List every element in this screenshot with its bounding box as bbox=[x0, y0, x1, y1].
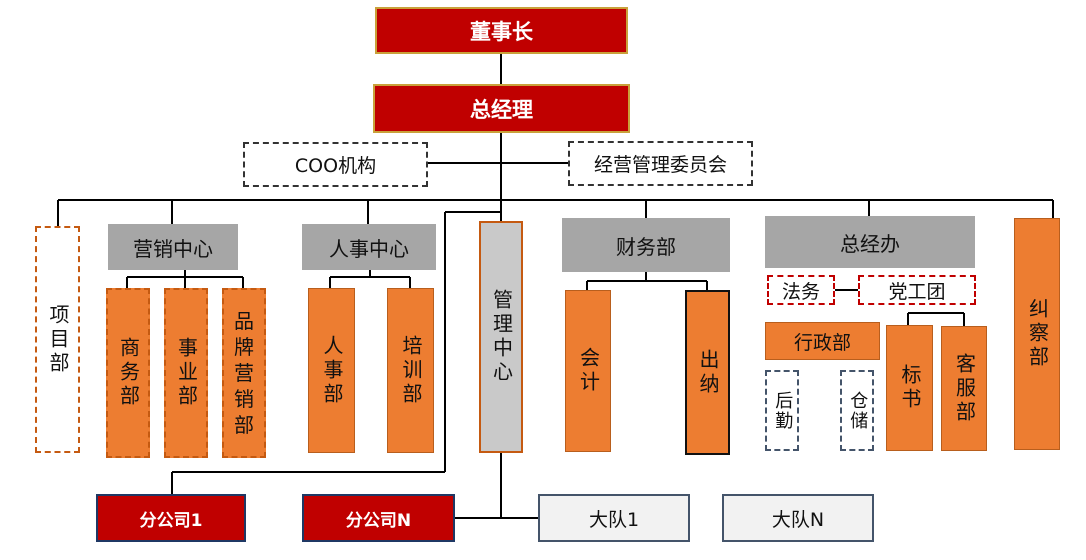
party-union-box: 党工团 bbox=[858, 275, 976, 305]
warehouse-box: 仓储 bbox=[840, 370, 874, 451]
legal-box: 法务 bbox=[767, 275, 835, 305]
training-dept-box: 培训部 bbox=[387, 288, 434, 453]
marketing-center-box: 营销中心 bbox=[108, 224, 238, 270]
gm-office-box: 总经办 bbox=[765, 216, 975, 268]
logistics-box: 后勤 bbox=[765, 370, 799, 451]
admin-dept-box: 行政部 bbox=[765, 322, 880, 360]
branch-n-box: 分公司N bbox=[302, 494, 455, 542]
customer-service-box: 客服部 bbox=[941, 326, 987, 451]
cashier-box: 出纳 bbox=[685, 290, 730, 455]
management-center-box: 管理中心 bbox=[479, 221, 523, 453]
hr-center-box: 人事中心 bbox=[302, 224, 436, 270]
business-dept-box: 商务部 bbox=[106, 288, 150, 458]
finance-dept-box: 财务部 bbox=[562, 218, 730, 272]
project-dept-box: 项目部 bbox=[35, 226, 80, 453]
accounting-box: 会计 bbox=[565, 290, 611, 452]
team-n-box: 大队N bbox=[722, 494, 874, 542]
chairman-box: 董事长 bbox=[375, 7, 628, 54]
hr-dept-box: 人事部 bbox=[308, 288, 355, 453]
brand-marketing-dept-box: 品 牌 营 销 部 bbox=[222, 288, 266, 458]
branch-1-box: 分公司1 bbox=[96, 494, 246, 542]
coo-box: COO机构 bbox=[243, 142, 428, 187]
inspection-dept-box: 纠察部 bbox=[1014, 218, 1060, 450]
division-dept-box: 事业部 bbox=[164, 288, 208, 458]
tender-box: 标书 bbox=[886, 325, 933, 451]
committee-box: 经营管理委员会 bbox=[568, 141, 753, 186]
team-1-box: 大队1 bbox=[538, 494, 690, 542]
general-manager-box: 总经理 bbox=[373, 84, 630, 133]
